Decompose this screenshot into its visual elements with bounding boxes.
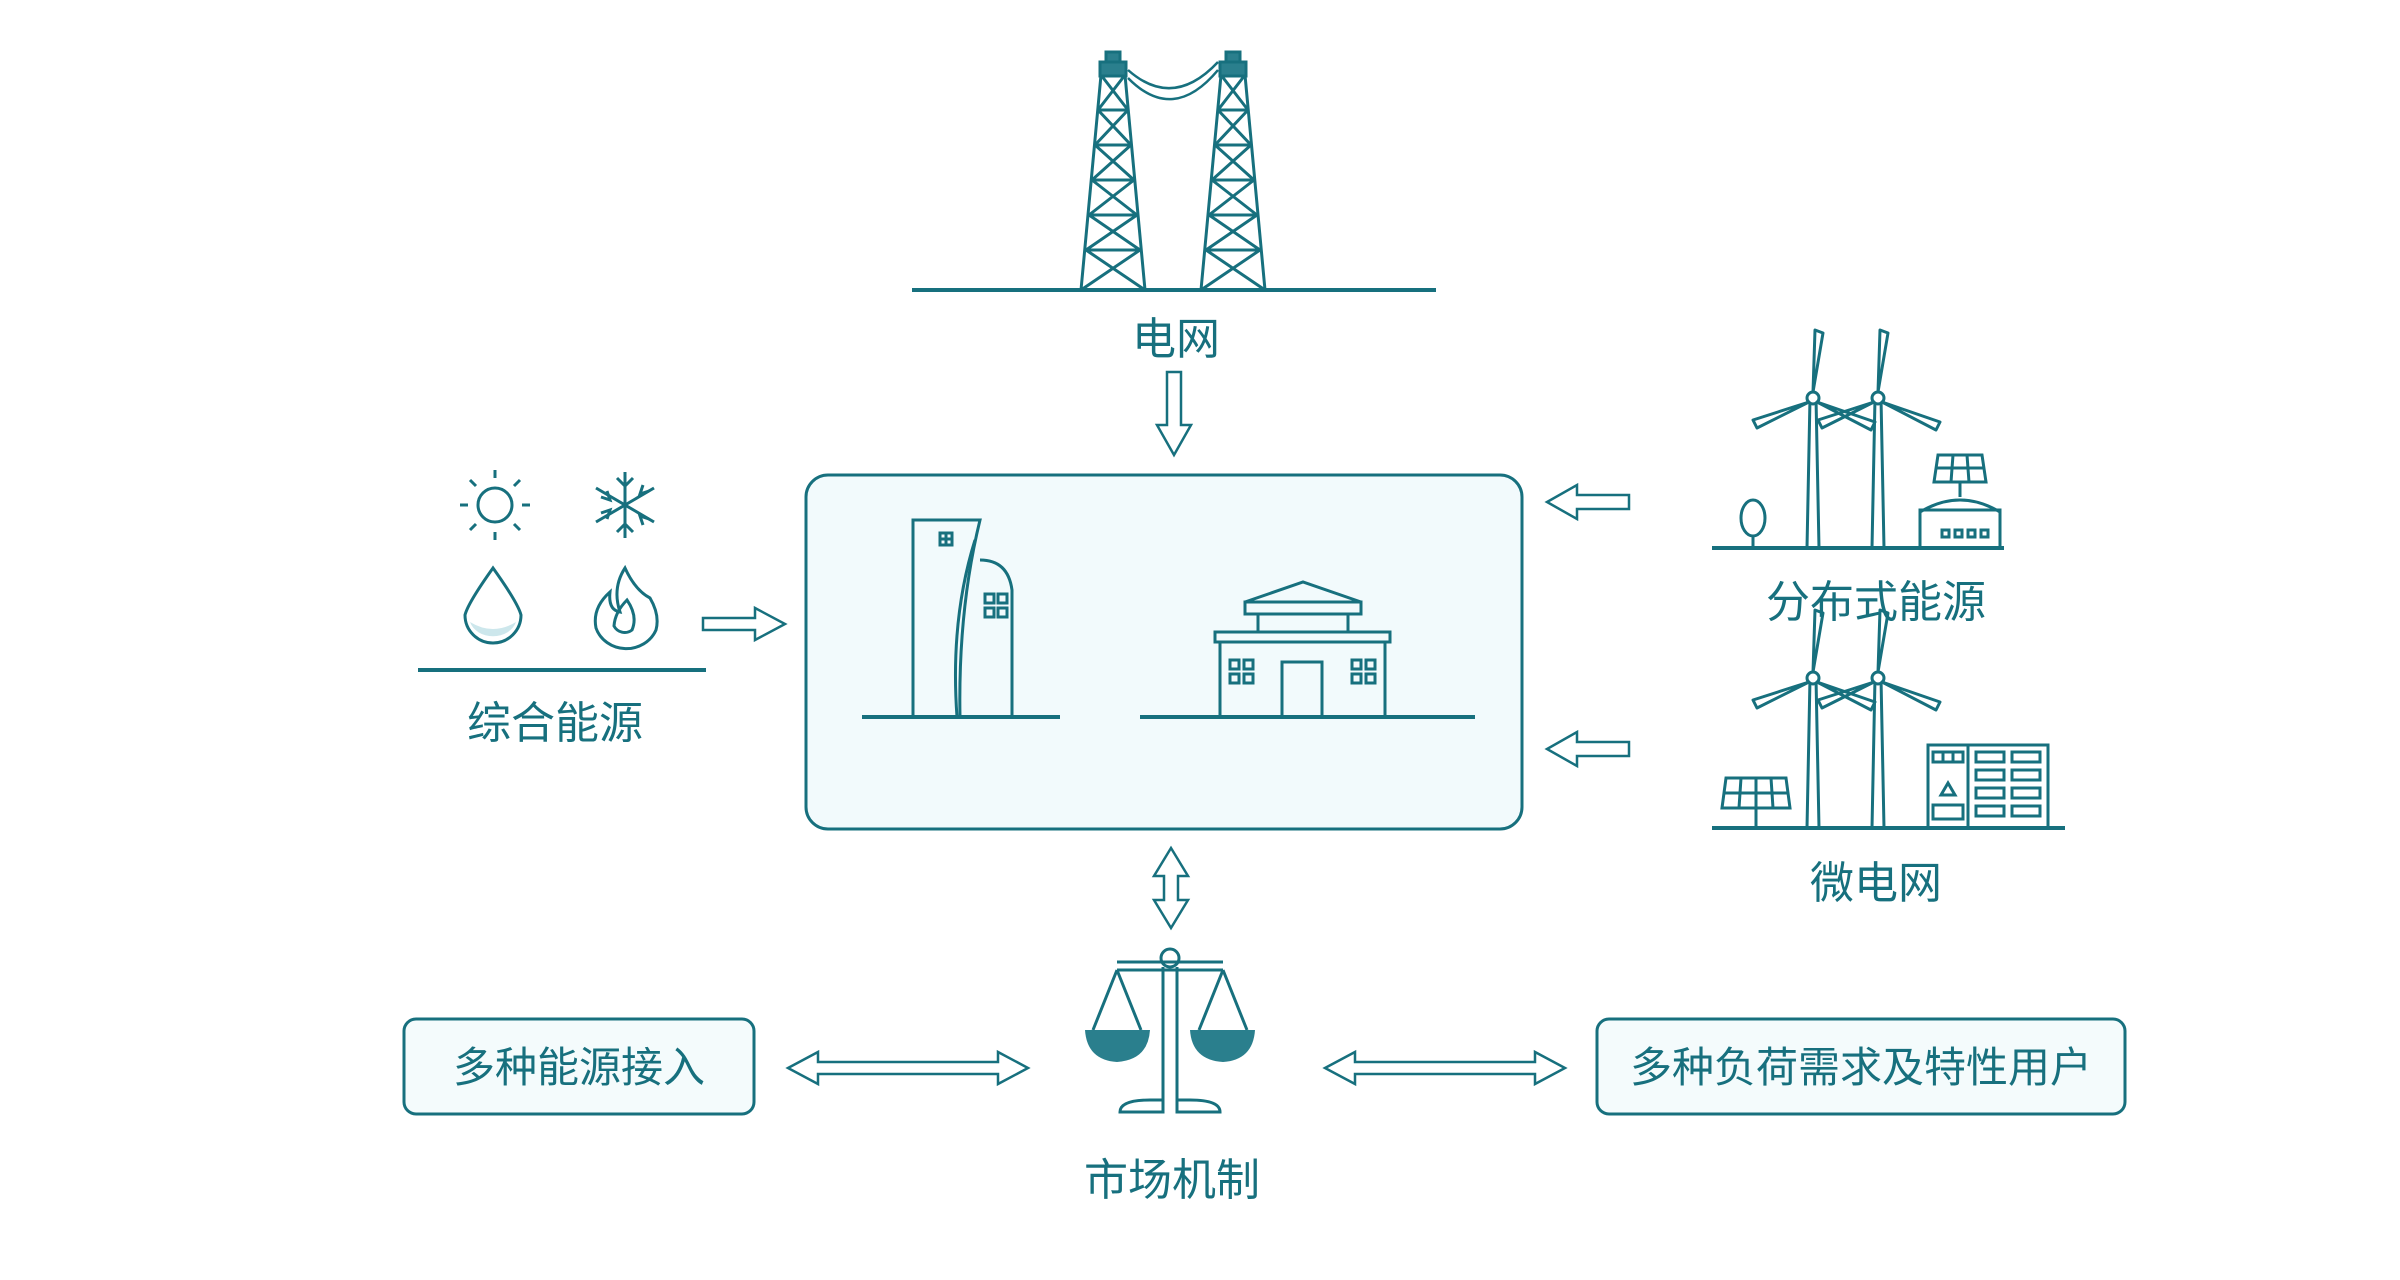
multi-energy-access-label: 多种能源接入 xyxy=(452,1043,706,1092)
distributed-energy-illustration xyxy=(1739,328,2002,550)
market-label: 市场机制 xyxy=(1084,1155,1260,1206)
multi-load-users-label: 多种负荷需求及特性用户 xyxy=(1629,1043,2093,1092)
water-drop-icon xyxy=(463,565,523,645)
snowflake-icon xyxy=(595,472,655,538)
arrow-integrated-to-center xyxy=(701,605,788,643)
flame-icon xyxy=(593,564,659,651)
arrow-access-market xyxy=(785,1049,1031,1087)
arrow-distributed-to-center xyxy=(1544,482,1631,522)
arrow-microgrid-to-center xyxy=(1544,729,1631,769)
microgrid-illustration xyxy=(1720,608,2050,830)
integrated-energy-label: 综合能源 xyxy=(467,698,643,749)
multi-energy-access-box xyxy=(402,1017,756,1116)
arrow-center-market xyxy=(1151,845,1191,931)
center-panel xyxy=(804,473,1524,831)
balance-scale-icon xyxy=(1085,947,1255,1114)
microgrid-label: 微电网 xyxy=(1810,858,1942,909)
distributed-energy-label: 分布式能源 xyxy=(1766,577,1986,628)
grid-towers-illustration xyxy=(1079,50,1267,292)
grid-label: 电网 xyxy=(1132,314,1220,365)
multi-load-users-box xyxy=(1595,1017,2127,1116)
sun-icon xyxy=(460,470,530,540)
arrow-market-users xyxy=(1322,1049,1568,1087)
office-building-icon xyxy=(911,518,1014,719)
public-building-icon xyxy=(1213,580,1392,719)
arrow-grid-to-center xyxy=(1154,370,1194,458)
